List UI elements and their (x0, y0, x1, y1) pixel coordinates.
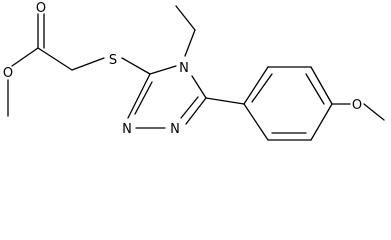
bond-c5-n1-outer (185, 97, 207, 125)
sulfur-label: S (109, 53, 117, 68)
bonds (7, 5, 385, 141)
bond-c5-n1-inner (180, 96, 199, 119)
atom-labels: O O S N N N O (3, 1, 362, 137)
ester-oxygen-label: O (3, 66, 13, 81)
bond-methoxy-oxygen-methyl (363, 103, 385, 121)
bond-ring-c3-c4-inner (305, 73, 325, 105)
triazole-n1-label: N (170, 122, 180, 137)
bond-n2-c3-outer (127, 73, 151, 119)
methoxy-oxygen-label: O (352, 98, 362, 113)
bond-ring-c6-c1 (243, 103, 269, 141)
bond-ch2-sulfur (71, 57, 105, 71)
bond-n4-ethyl-ch2 (184, 29, 196, 57)
bond-ring-c3-c4 (310, 66, 333, 105)
bond-c5-aryl (205, 97, 245, 105)
bond-carbonyl-carbon-ch2 (37, 47, 73, 71)
bond-ring-c1-c2-inner (251, 73, 273, 103)
bond-ester-oxygen-carbonyl-carbon (11, 47, 39, 67)
bond-n4-c5 (191, 75, 207, 99)
bond-ring-c1-c2 (243, 66, 269, 105)
bond-c3-n4 (149, 65, 177, 75)
chemical-structure: O O S N N N O (3, 1, 385, 141)
carbonyl-oxygen-label: O (36, 1, 46, 16)
bond-ethyl-ch2-ch3 (175, 5, 196, 31)
bond-n2-c3-inner (134, 81, 153, 115)
triazole-n4-label: N (179, 61, 189, 76)
bond-ring-c4-c5 (310, 103, 333, 141)
bond-sulfur-triazole-c3 (121, 57, 151, 75)
triazole-n2-label: N (122, 122, 132, 137)
